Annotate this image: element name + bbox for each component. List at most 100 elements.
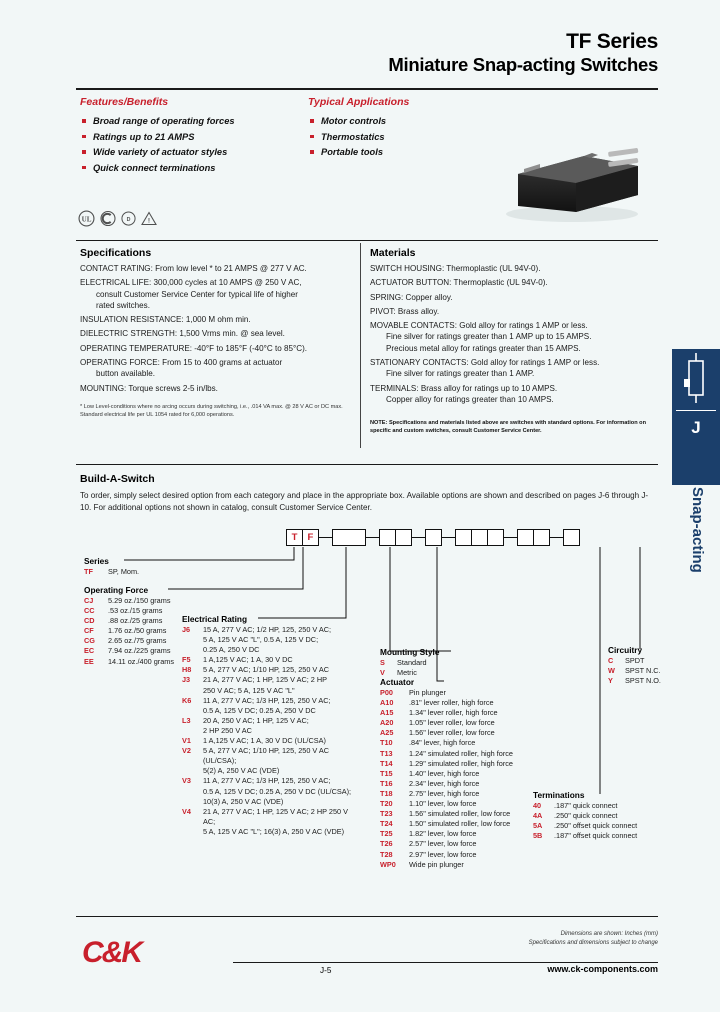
electrical-rating-box-1[interactable] — [378, 529, 396, 546]
option-row[interactable]: 5A.250" offset quick connect — [533, 821, 683, 831]
footer-note: Dimensions are shown: Inches (mm) Specif… — [400, 930, 658, 948]
prefix-box-t: T — [286, 529, 303, 546]
spec-item: DIELECTRIC STRENGTH: 1,500 Vrms min. @ s… — [80, 329, 285, 339]
option-code: T18 — [380, 788, 393, 798]
option-code: T10 — [380, 738, 393, 748]
circuitry-box[interactable] — [562, 529, 580, 546]
mounting-style-box[interactable] — [424, 529, 442, 546]
actuator-box-2[interactable] — [470, 529, 488, 546]
actuator-box-3[interactable] — [486, 529, 504, 546]
spec-item-continuation: button available. — [96, 369, 155, 379]
option-row[interactable]: CC.53 oz./15 grams — [84, 606, 214, 616]
option-row[interactable]: T10 .84" lever, high force — [380, 738, 540, 748]
option-row[interactable]: CG 2.65 oz./75 grams — [84, 636, 214, 646]
website-url[interactable]: www.ck-components.com — [547, 964, 658, 974]
option-row[interactable]: 5B.187" offset quick connect — [533, 831, 683, 841]
spec-item: TERMINALS: Brass alloy for ratings up to… — [370, 383, 660, 406]
connector-dash — [441, 536, 455, 539]
option-code: EE — [84, 656, 94, 666]
option-text: .84" lever, high force — [409, 738, 476, 748]
connector-dash — [503, 536, 517, 539]
option-code: T20 — [380, 799, 393, 809]
switch-thumbnail-icon — [684, 353, 704, 403]
option-text: 2.65 oz./75 grams — [108, 636, 167, 646]
option-text: Standard — [397, 658, 427, 667]
header-divider — [76, 88, 658, 90]
specifications-section: Specifications CONTACT RATING: From low … — [80, 247, 355, 419]
option-text: 5 A, 277 V AC; 1/10 HP, 125, 250 V AC — [203, 665, 330, 675]
operating-force-box[interactable] — [331, 529, 366, 546]
option-text: 7.94 oz./225 grams — [108, 646, 171, 656]
option-subtext: 0.5 A, 125 V DC; 0.25 A, 250 V DC (UL/CS… — [203, 786, 352, 796]
ul-icon: UL — [78, 209, 95, 227]
materials-list: SWITCH HOUSING: Thermoplastic (UL 94V-0)… — [370, 263, 660, 405]
part-number-builder: T F — [286, 529, 580, 546]
option-code: CG — [84, 636, 95, 646]
caution-triangle-icon: ! — [141, 210, 157, 225]
actuator-box-1[interactable] — [454, 529, 472, 546]
build-a-switch-title: Build-A-Switch — [80, 473, 155, 485]
termination-box-1[interactable] — [516, 529, 534, 546]
group-operating-force-title: Operating Force — [84, 585, 149, 595]
option-subtext: 0.5 A, 125 V DC; 0.25 A, 250 V DC — [203, 705, 316, 715]
option-code: V4 — [182, 806, 191, 816]
group-actuator-title: Actuator — [380, 677, 415, 687]
option-text: .250" quick connect — [554, 811, 618, 821]
side-tab[interactable] — [672, 349, 720, 485]
option-text: Pin plunger — [409, 688, 446, 697]
option-row[interactable]: A10.81" lever roller, high force — [380, 698, 540, 708]
spec-item-continuation: consult Customer Service Center for typi… — [96, 289, 298, 299]
option-row[interactable]: CD.88 oz./25 grams — [84, 616, 214, 626]
termination-box-2[interactable] — [532, 529, 550, 546]
option-text: .250" offset quick connect — [554, 821, 638, 831]
option-row[interactable]: 40.187" quick connect — [533, 801, 683, 811]
option-text: 1.56" simulated roller, low force — [409, 809, 511, 819]
spec-item: MOVABLE CONTACTS: Gold alloy for ratings… — [370, 320, 660, 354]
option-row[interactable]: 4A.250" quick connect — [533, 811, 683, 821]
option-text: 1 A,125 V AC; 1 A, 30 V DC (UL/CSA) — [203, 736, 326, 746]
electrical-rating-box-2[interactable] — [394, 529, 412, 546]
spec-item-continuation: Precious metal alloy for ratings greater… — [386, 343, 581, 353]
